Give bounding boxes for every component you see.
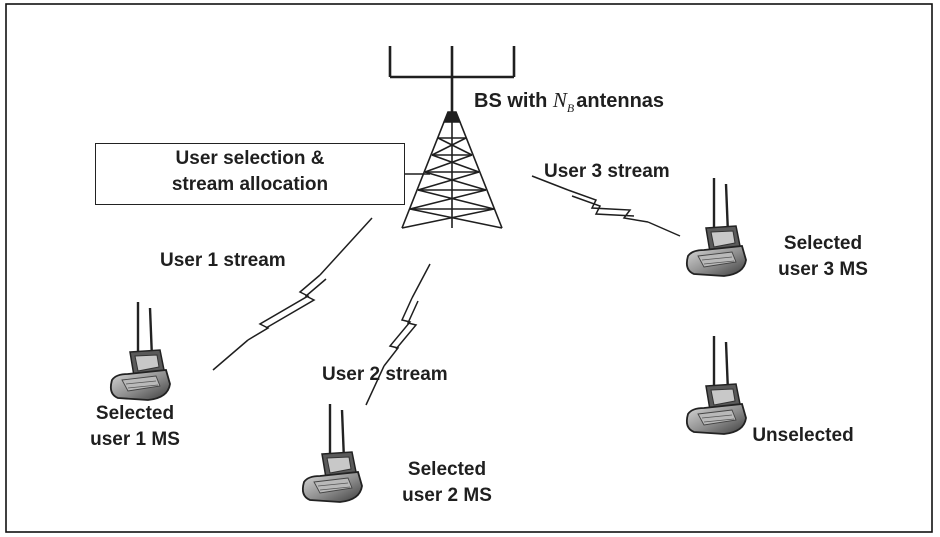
base-station-tower-icon [401,111,503,229]
user3-stream-label: User 3 stream [544,161,670,182]
user3-ms-label-line2: user 3 MS [778,259,868,280]
unselected-ms-label: Unselected [752,425,854,446]
user2-ms-label-line1: Selected [407,459,487,480]
user3-ms-label-line1: Selected [783,233,863,254]
bs-label-suffix: antennas [576,90,665,112]
bs-label-prefix: BS with [474,90,553,112]
user2-stream-label: User 2 stream [322,364,448,385]
user3-phone-icon [685,176,748,278]
scheduler-label-line1: User selection & [175,148,325,169]
antenna-count-symbol: N [552,88,567,112]
unselected-phone-icon [685,334,748,436]
user1-ms-label-line2: user 1 MS [90,429,180,450]
antenna-array-icon [388,46,516,112]
user2-stream-link [365,263,431,406]
figure-border [5,3,933,533]
user1-phone-icon [109,300,172,402]
scheduler-label-line2: stream allocation [171,174,329,195]
user1-ms-label-line1: Selected [95,403,175,424]
scheduler-box [95,143,405,205]
user2-phone-icon [301,402,364,504]
user3-stream-link [531,175,681,237]
antenna-count-subscript: B [566,101,575,115]
user2-ms-label-line2: user 2 MS [402,485,492,506]
user1-stream-link [212,217,373,371]
user1-stream-label: User 1 stream [160,250,286,271]
